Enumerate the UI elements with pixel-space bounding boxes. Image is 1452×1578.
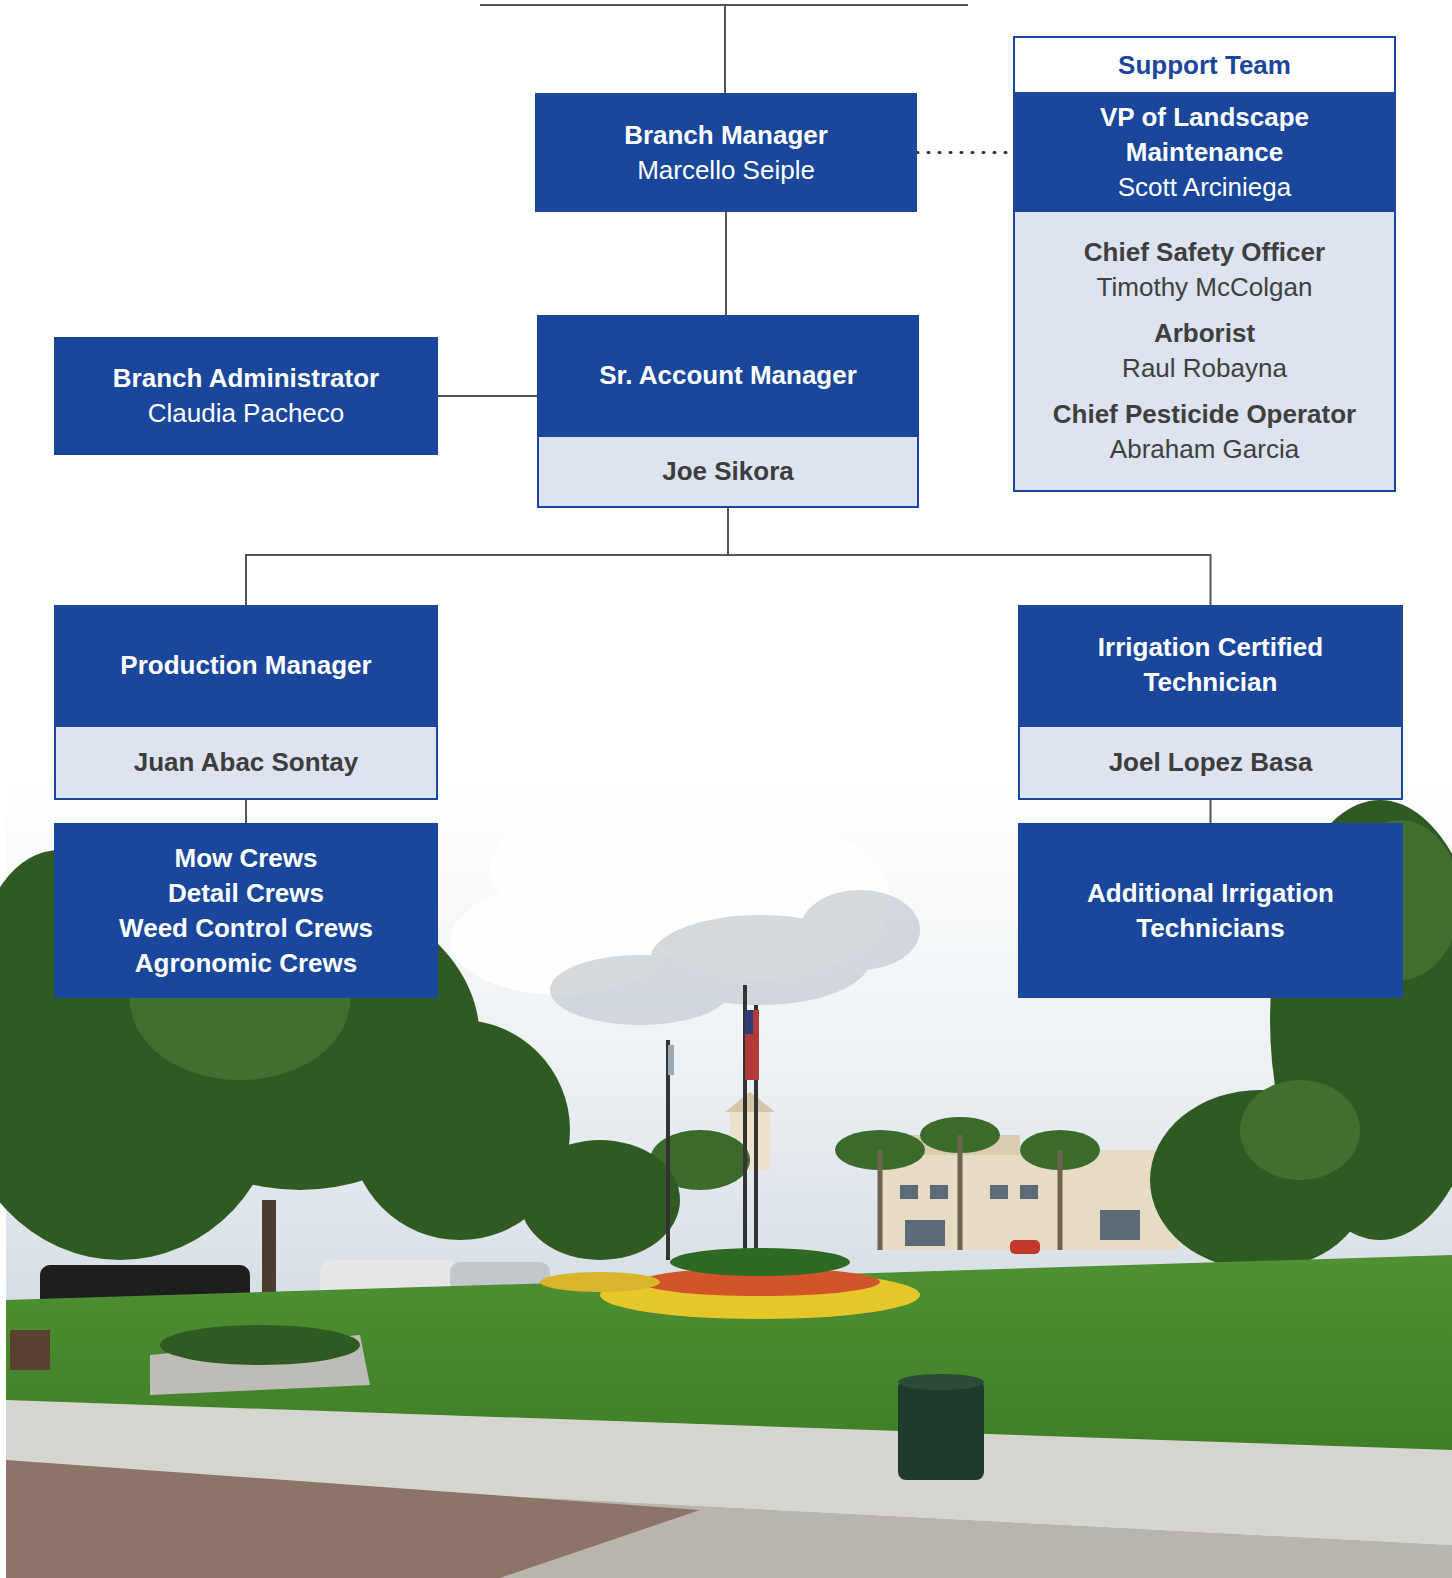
box-title: Production Manager xyxy=(120,648,371,683)
text-area: VP of Landscape MaintenanceScott Arcinie… xyxy=(1015,92,1394,212)
crews-box: Additional Irrigation Technicians xyxy=(1018,823,1403,998)
text-area: Joel Lopez Basa xyxy=(1020,727,1401,798)
manager-box: Branch ManagerMarcello Seiple xyxy=(535,93,917,212)
admin-box: Branch AdministratorClaudia Pacheco xyxy=(54,337,438,455)
park-photo xyxy=(0,770,1452,1578)
box-title: Support Team xyxy=(1118,48,1291,83)
name-box: Juan Abac Sontay xyxy=(54,725,438,800)
box-text: Timothy McColgan xyxy=(1097,270,1313,305)
box-title: Juan Abac Sontay xyxy=(134,745,358,780)
connector-line xyxy=(245,800,247,823)
connector-line xyxy=(246,508,728,605)
top-stub xyxy=(724,5,726,93)
box-text: Arborist xyxy=(1154,316,1255,351)
name-box: Joel Lopez Basa xyxy=(1018,725,1403,800)
connector-line xyxy=(725,212,727,315)
support-list: Chief Safety OfficerTimothy McColganArbo… xyxy=(1015,212,1394,490)
box-title: Branch Administrator xyxy=(113,361,379,396)
box-text: Detail Crews xyxy=(168,876,324,911)
box-text: Abraham Garcia xyxy=(1110,432,1299,467)
box-text: Agronomic Crews xyxy=(135,946,358,981)
text-area: Production Manager xyxy=(54,605,438,725)
box-text: Claudia Pacheco xyxy=(148,396,345,431)
box-title: Sr. Account Manager xyxy=(599,358,857,393)
box-title: Chief Safety Officer xyxy=(1084,235,1325,270)
name-box: Joe Sikora xyxy=(537,435,919,508)
role-box: Production ManagerJuan Abac Sontay xyxy=(54,605,438,800)
text-area: Additional Irrigation Technicians xyxy=(1018,823,1403,998)
text-area: Joe Sikora xyxy=(539,437,917,506)
connector-line xyxy=(728,508,1211,605)
box-text: Weed Control Crews xyxy=(119,911,373,946)
box-title: Additional Irrigation Technicians xyxy=(1030,876,1391,946)
text-area: Sr. Account Manager xyxy=(537,315,919,435)
text-area: Juan Abac Sontay xyxy=(56,727,436,798)
box-title: Branch Manager xyxy=(624,118,828,153)
role-box: Irrigation Certified TechnicianJoel Lope… xyxy=(1018,605,1403,800)
text-area: Mow CrewsDetail CrewsWeed Control CrewsA… xyxy=(54,823,438,998)
support-panel: Support Team VP of Landscape MaintenanceS… xyxy=(1013,36,1396,492)
role-box: Sr. Account ManagerJoe Sikora xyxy=(537,315,919,508)
text-area: Branch ManagerMarcello Seiple xyxy=(535,93,917,212)
box-title: Joe Sikora xyxy=(662,454,794,489)
box-text: Raul Robayna xyxy=(1122,351,1287,386)
box-text: Chief Pesticide Operator xyxy=(1053,397,1356,432)
dotted-connector xyxy=(917,151,1013,154)
connector-line xyxy=(438,395,537,397)
connector-line xyxy=(1210,800,1212,823)
vp-box: VP of Landscape MaintenanceScott Arcinie… xyxy=(1015,92,1394,212)
text-area: Chief Safety OfficerTimothy McColganArbo… xyxy=(1015,212,1394,490)
text-area: Irrigation Certified Technician xyxy=(1018,605,1403,725)
box-title: Mow Crews xyxy=(174,841,317,876)
text-area: Branch AdministratorClaudia Pacheco xyxy=(54,337,438,455)
text-area: Support Team xyxy=(1015,38,1394,92)
box-title: Joel Lopez Basa xyxy=(1109,745,1313,780)
box-title: VP of Landscape Maintenance xyxy=(1027,100,1382,170)
box-text: Marcello Seiple xyxy=(637,153,815,188)
box-title: Irrigation Certified Technician xyxy=(1030,630,1391,700)
box-text: Scott Arciniega xyxy=(1118,170,1291,205)
crews-box: Mow CrewsDetail CrewsWeed Control CrewsA… xyxy=(54,823,438,998)
